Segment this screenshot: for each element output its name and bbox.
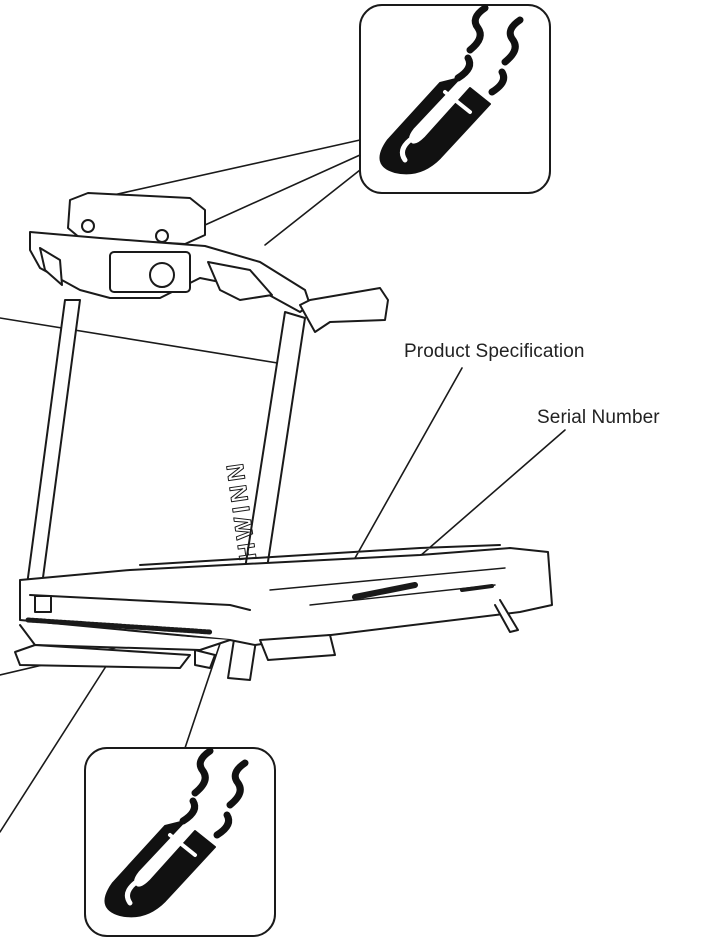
magnet-icon [379,4,524,175]
treadmill-base-plate [14,644,191,669]
product-specification-label: Product Specification [404,341,585,362]
treadmill-deck [19,544,553,669]
treadmill-console [29,192,389,333]
magnet-callout-bottom [84,747,276,937]
magnet-callout-top [359,4,551,194]
leader-lines-top [99,139,361,246]
magnet-icon [104,747,249,918]
serial-number-label: Serial Number [537,407,660,428]
